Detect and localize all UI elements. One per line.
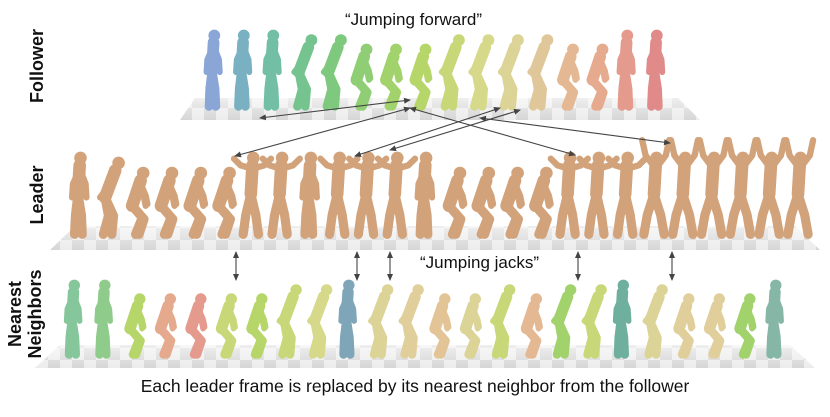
neighbor-frame-24 [765, 279, 784, 359]
follower-frame-3 [262, 29, 282, 111]
leader-frame-2 [96, 156, 125, 239]
leader-frame-19 [576, 151, 620, 239]
leader-frame-16 [500, 166, 525, 239]
neighbor-frame-5 [185, 293, 208, 359]
follower-frame-2 [233, 29, 253, 111]
follower-frame-11 [497, 34, 524, 111]
neighbor-frame-17 [551, 284, 577, 359]
neighbor-frame-8 [276, 284, 302, 359]
leader-frame-14 [442, 166, 468, 239]
follower-frame-15 [616, 29, 636, 111]
leader-frame-24 [725, 137, 759, 239]
neighbor-frame-7 [246, 293, 269, 359]
follower-frame-10 [468, 34, 495, 111]
leader-frame-12 [374, 151, 419, 239]
leader-motion-quote: “Jumping jacks” [420, 253, 540, 272]
neighbor-frame-6 [215, 293, 238, 359]
neighbor-frame-15 [490, 284, 516, 359]
figure-caption: Each leader frame is replaced by its nea… [140, 376, 690, 396]
follower-frame-6 [350, 43, 374, 111]
leader-frame-7 [230, 151, 275, 239]
leader-frame-20 [605, 151, 649, 239]
leader-label: Leader [27, 165, 47, 225]
follower-frame-13 [557, 43, 580, 111]
follower-label: Follower [27, 29, 47, 104]
neighbor-frame-1 [63, 279, 83, 359]
correspondence-arrows [233, 97, 675, 281]
neighbor-floor-shade [35, 345, 815, 368]
neighbor-frame-14 [459, 293, 482, 359]
leader-frame-21 [639, 137, 673, 239]
follower-frame-8 [409, 43, 433, 111]
neighbor-frame-20 [642, 284, 668, 359]
neighbor-frame-21 [673, 293, 696, 359]
follower-frame-4 [291, 34, 318, 111]
leader-frame-15 [471, 166, 497, 239]
neighbor-frame-19 [612, 279, 632, 359]
neighbor-frame-3 [124, 293, 147, 359]
leader-frame-22 [667, 137, 702, 239]
follower-frame-7 [380, 43, 403, 111]
neighbors-label-line2: Neighbors [25, 269, 45, 359]
neighbor-row [63, 279, 784, 359]
leader-frame-6 [212, 166, 237, 239]
arrow-follower-leader-5 [479, 115, 671, 146]
follower-row [203, 29, 666, 111]
arrow-follower-leader-6 [389, 108, 521, 152]
neighbor-frame-12 [398, 284, 424, 359]
leader-frame-5 [183, 166, 209, 239]
leader-frame-9 [299, 151, 320, 239]
neighbor-frame-16 [520, 293, 543, 359]
leader-frame-4 [154, 166, 180, 239]
leader-frame-25 [754, 137, 788, 239]
follower-frame-5 [320, 34, 347, 111]
follower-motion-quote: “Jumping forward” [345, 10, 482, 29]
neighbor-frame-2 [94, 279, 113, 359]
neighbor-frame-13 [429, 293, 452, 359]
follower-frame-12 [527, 34, 554, 111]
neighbor-frame-11 [368, 284, 394, 359]
follower-frame-9 [438, 34, 465, 111]
leader-frame-23 [696, 137, 730, 239]
leader-frame-3 [125, 166, 151, 239]
leader-frame-8 [259, 151, 303, 239]
neighbor-frame-23 [734, 293, 757, 359]
leader-frame-13 [414, 151, 436, 239]
leader-frame-17 [529, 166, 554, 239]
neighbor-frame-9 [307, 284, 333, 359]
neighbors-label: Nearest Neighbors [5, 262, 49, 366]
neighbors-label-line1: Nearest [5, 280, 25, 348]
follower-frame-16 [646, 29, 666, 111]
neighbor-frame-4 [154, 293, 177, 359]
neighbor-frame-10 [338, 279, 357, 359]
neighbor-frame-22 [703, 293, 726, 359]
leader-frame-1 [68, 151, 90, 239]
leader-row [68, 137, 817, 239]
follower-frame-1 [203, 29, 223, 111]
leader-frame-26 [783, 137, 817, 239]
follower-frame-14 [586, 43, 610, 111]
neighbor-frame-18 [581, 284, 607, 359]
